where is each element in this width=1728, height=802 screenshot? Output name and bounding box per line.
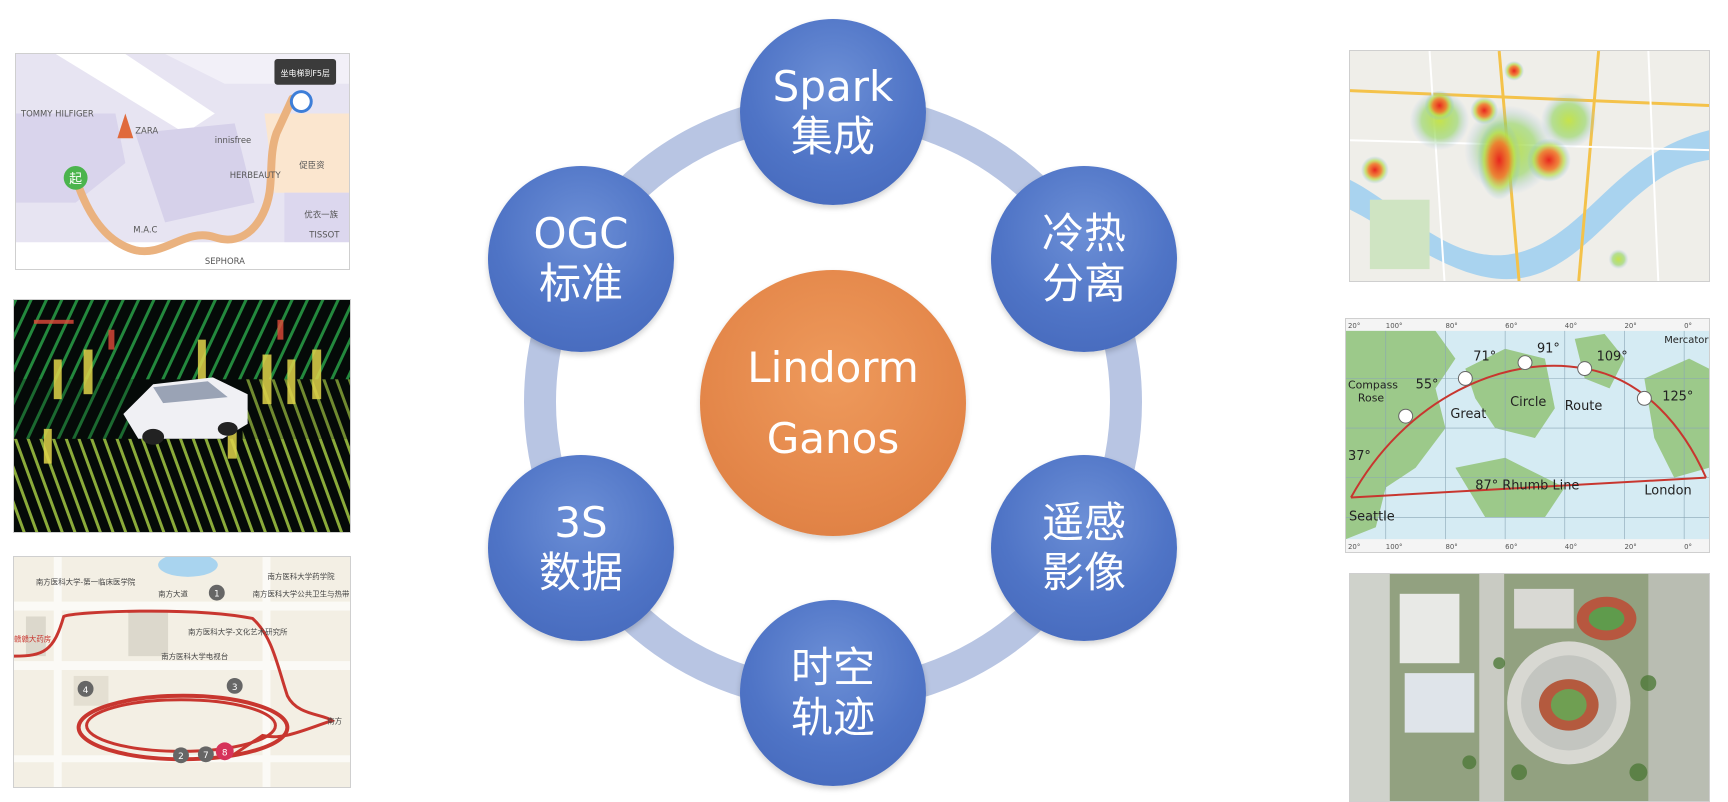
label-zara: ZARA	[135, 125, 158, 135]
point-cloud-graphic	[14, 300, 350, 532]
label-shop-cn: 促臣资	[299, 160, 324, 170]
city-seattle: Seattle	[1349, 509, 1395, 524]
mercator-label: Mercator	[1664, 335, 1709, 346]
top-scale-5: 20°	[1624, 322, 1636, 330]
top-scale-4: 40°	[1565, 322, 1577, 330]
node-ogc: OGC 标准	[488, 166, 674, 352]
top-scale-6: 0°	[1684, 322, 1692, 330]
city-london: London	[1644, 484, 1691, 499]
route-label-tv: 南方医科大学电视台	[161, 651, 228, 661]
node-ogc-line1: OGC	[533, 208, 629, 258]
node-remote-sensing: 遥感 影像	[991, 455, 1177, 641]
mercator-map-thumbnail: Mercator 55° 71° 91° 109° 125° 37° Great…	[1345, 318, 1710, 553]
label-tommy: TOMMY HILFIGER	[20, 108, 94, 118]
node-tiering-line2: 分离	[1041, 259, 1126, 308]
marker-2: 2	[178, 752, 184, 762]
label-mac: M.A.C	[133, 224, 157, 234]
center-line1: Lindorm	[747, 342, 919, 392]
top-scale-1: 100°	[1386, 322, 1403, 330]
angle-125: 125°	[1662, 389, 1693, 404]
node-remote-sensing-line1: 遥感	[1041, 497, 1126, 547]
node-trajectory: 时空 轨迹	[740, 600, 926, 786]
mercator-map-graphic: Mercator 55° 71° 91° 109° 125° 37° Great…	[1346, 319, 1709, 552]
top-scale-2: 80°	[1445, 322, 1457, 330]
node-spark-line1: Spark	[772, 61, 894, 111]
label-sephora: SEPHORA	[205, 256, 245, 266]
marker-4: 4	[83, 686, 89, 696]
angle-71: 71°	[1473, 350, 1496, 365]
angle-91: 91°	[1537, 342, 1560, 357]
node-remote-sensing-line2: 影像	[1041, 548, 1126, 597]
angle-37: 37°	[1348, 449, 1371, 464]
satellite-thumbnail	[1349, 573, 1710, 802]
bottom-scale-3: 60°	[1505, 543, 1517, 551]
angle-55: 55°	[1416, 377, 1439, 392]
route-label-public-health: 南方医科大学公共卫生与热带医学院	[253, 589, 350, 599]
label-herbeauty: HERBEAUTY	[230, 170, 282, 180]
bottom-scale-1: 100°	[1386, 543, 1403, 551]
indoor-map-graphic: 坐电梯到F5层 起 TOMMY HILFIGER ZARA innisfree …	[16, 54, 349, 269]
marker-7: 7	[203, 751, 209, 761]
bottom-scale-6: 0°	[1684, 543, 1692, 551]
node-spark-line2: 集成	[790, 112, 875, 161]
center-line2: Ganos	[766, 414, 900, 463]
route-map-graphic: 南方医科大学-第一临床医学院 南方医科大学药学院 南方大道 南方医科大学公共卫生…	[14, 557, 350, 787]
route-label-south: 南方	[327, 716, 342, 726]
compass-label-2: Rose	[1358, 391, 1384, 404]
route-label-road: 南方大道	[158, 589, 188, 599]
marker-3: 3	[232, 683, 238, 693]
label-innisfree: innisfree	[215, 135, 251, 145]
circle-label: Circle	[1510, 395, 1546, 410]
marker-8: 8	[222, 748, 228, 758]
route-label-hospital: 南方医科大学-第一临床医学院	[36, 577, 136, 587]
node-tiering-line1: 冷热	[1041, 208, 1126, 258]
node-spark: Spark 集成	[740, 19, 926, 205]
node-3s-line1: 3S	[554, 497, 608, 547]
node-3s-line2: 数据	[538, 548, 623, 597]
route-label-drugstore: 赣赣大药房	[14, 633, 51, 643]
great-label: Great	[1450, 407, 1486, 422]
node-trajectory-line2: 轨迹	[790, 693, 875, 742]
bottom-scale-0: 20°	[1348, 543, 1360, 551]
bottom-scale-4: 40°	[1565, 543, 1577, 551]
node-tiering: 冷热 分离	[991, 166, 1177, 352]
label-shop-cn-2: 优衣一族	[304, 209, 338, 219]
bottom-scale-2: 80°	[1445, 543, 1457, 551]
top-scale-0: 20°	[1348, 322, 1360, 330]
route-label-art-institute: 南方医科大学-文化艺术研究所	[188, 626, 288, 636]
start-marker-label: 起	[69, 172, 82, 187]
angle-109: 109°	[1597, 350, 1628, 365]
route-label-pharmacy-school: 南方医科大学药学院	[267, 571, 335, 581]
label-tissot: TISSOT	[308, 229, 340, 239]
top-scale-3: 60°	[1505, 322, 1517, 330]
route-label: Route	[1565, 399, 1603, 414]
compass-label-1: Compass	[1348, 378, 1398, 391]
heatmap-thumbnail	[1349, 50, 1710, 282]
center-node-lindorm-ganos: Lindorm Ganos	[700, 270, 966, 536]
node-3s-data: 3S 数据	[488, 455, 674, 641]
node-ogc-line2: 标准	[538, 259, 623, 308]
rhumb-line-label: 87° Rhumb Line	[1475, 479, 1579, 494]
heatmap-graphic	[1350, 51, 1709, 281]
marker-1: 1	[214, 590, 220, 600]
bottom-scale-5: 20°	[1624, 543, 1636, 551]
satellite-graphic	[1350, 574, 1709, 801]
point-cloud-thumbnail	[13, 299, 351, 533]
node-trajectory-line1: 时空	[790, 642, 875, 692]
tooltip-text: 坐电梯到F5层	[281, 68, 330, 78]
indoor-map-thumbnail: 坐电梯到F5层 起 TOMMY HILFIGER ZARA innisfree …	[15, 53, 350, 270]
route-map-thumbnail: 南方医科大学-第一临床医学院 南方医科大学药学院 南方大道 南方医科大学公共卫生…	[13, 556, 351, 788]
